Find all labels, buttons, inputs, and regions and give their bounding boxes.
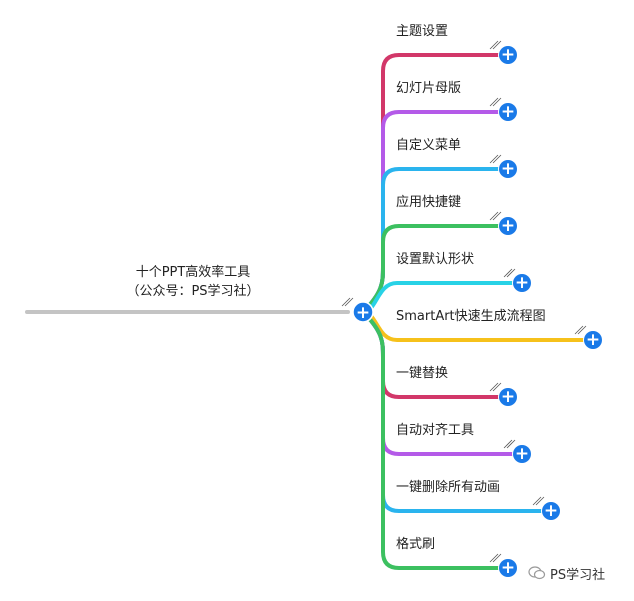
collapse-marks — [341, 40, 587, 563]
collapse-toggle-root[interactable] — [341, 297, 354, 307]
watermark-text: PS学习社 — [550, 568, 606, 583]
branch-topic-1[interactable]: 主题设置 — [396, 24, 449, 39]
expand-button-10[interactable]: + — [499, 558, 517, 578]
root-node-button[interactable] — [352, 301, 374, 323]
collapse-toggle-3[interactable] — [489, 154, 502, 164]
root-node-plus-icon: + — [356, 303, 370, 323]
branch-topic-8[interactable]: 自动对齐工具 — [396, 423, 475, 438]
root-topic[interactable]: 十个PPT高效率工具 （公众号：PS学习社） — [88, 263, 298, 301]
expand-button-9[interactable]: + — [542, 501, 560, 521]
collapse-toggle-7[interactable] — [489, 382, 502, 392]
collapse-toggle-1[interactable] — [489, 40, 502, 50]
branch-topic-6[interactable]: SmartArt快速生成流程图 — [396, 309, 546, 324]
collapse-toggle-10[interactable] — [489, 553, 502, 563]
branch-topic-3[interactable]: 自定义菜单 — [396, 138, 462, 153]
collapse-toggle-4[interactable] — [489, 211, 502, 221]
branch-topic-7[interactable]: 一键替换 — [396, 366, 449, 381]
expand-button-3[interactable]: + — [499, 159, 517, 179]
branch-topic-2[interactable]: 幻灯片母版 — [396, 81, 462, 96]
expand-button-4[interactable]: + — [499, 216, 517, 236]
collapse-toggle-5[interactable] — [503, 268, 516, 278]
collapse-toggle-2[interactable] — [489, 97, 502, 107]
root-title-line1: 十个PPT高效率工具 — [135, 265, 251, 280]
expand-button-8[interactable]: + — [513, 444, 531, 464]
branch-line-4 — [361, 224, 510, 314]
expand-button-6[interactable]: + — [584, 330, 602, 350]
expand-button-1[interactable]: + — [499, 45, 517, 65]
branch-topic-10[interactable]: 格式刷 — [396, 537, 436, 552]
expand-button-5[interactable]: + — [513, 273, 531, 293]
branch-topic-5[interactable]: 设置默认形状 — [396, 252, 475, 267]
collapse-toggle-9[interactable] — [532, 496, 545, 506]
branch-topic-4[interactable]: 应用快捷键 — [396, 195, 462, 210]
root-title-line2: （公众号：PS学习社） — [126, 284, 260, 299]
branch-line-10 — [361, 310, 510, 570]
expand-button-7[interactable]: + — [499, 387, 517, 407]
collapse-toggle-8[interactable] — [503, 439, 516, 449]
wechat-icon — [528, 566, 546, 580]
branch-line-5 — [361, 281, 524, 314]
collapse-toggle-6[interactable] — [574, 325, 587, 335]
expand-button-2[interactable]: + — [499, 102, 517, 122]
branch-topic-9[interactable]: 一键删除所有动画 — [396, 480, 501, 495]
